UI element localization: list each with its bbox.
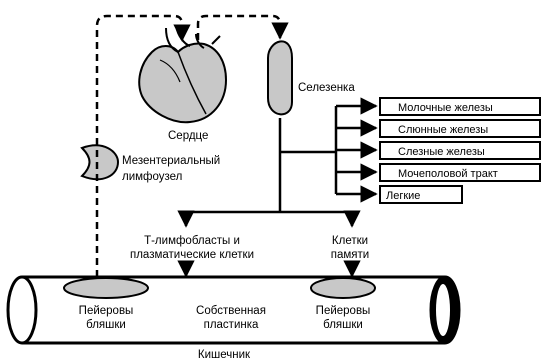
peyer-patch-left bbox=[64, 278, 148, 298]
peyer-right-label-line1: Пейеровы bbox=[316, 305, 371, 317]
target-boxes: Молочные железы Слюнные железы Слезные ж… bbox=[380, 98, 540, 203]
memory-label-line2: памяти bbox=[331, 249, 369, 261]
spleen-label: Селезенка bbox=[298, 82, 355, 94]
target-box-label: Мочеполовой тракт bbox=[398, 168, 498, 180]
peyer-left-label-line2: бляшки bbox=[86, 319, 126, 331]
node-label-line2: лимфоузел bbox=[122, 171, 182, 183]
mesenteric-node-icon bbox=[82, 145, 118, 179]
peyer-right-label-line2: бляшки bbox=[323, 319, 363, 331]
target-box-label: Слезные железы bbox=[398, 146, 485, 158]
intestine-label: Кишечник bbox=[198, 349, 251, 361]
target-box-label: Молочные железы bbox=[398, 102, 493, 114]
tcells-label-line2: плазматические клетки bbox=[130, 249, 254, 261]
lamina-label-line2: пластинка bbox=[204, 319, 259, 331]
target-box-label: Слюнные железы bbox=[398, 124, 488, 136]
heart-label: Сердце bbox=[168, 130, 208, 142]
heart-icon bbox=[139, 26, 226, 122]
spleen-icon bbox=[268, 41, 292, 114]
node-label-line1: Мезентериальный bbox=[122, 155, 220, 167]
memory-label-line1: Клетки bbox=[332, 235, 368, 247]
tcells-label-line1: Т-лимфобласты и bbox=[144, 235, 240, 247]
peyer-left-label-line1: Пейеровы bbox=[79, 305, 134, 317]
target-box-label: Легкие bbox=[386, 190, 420, 202]
peyer-patch-right bbox=[311, 278, 375, 298]
lamina-label-line1: Собственная bbox=[196, 305, 266, 317]
